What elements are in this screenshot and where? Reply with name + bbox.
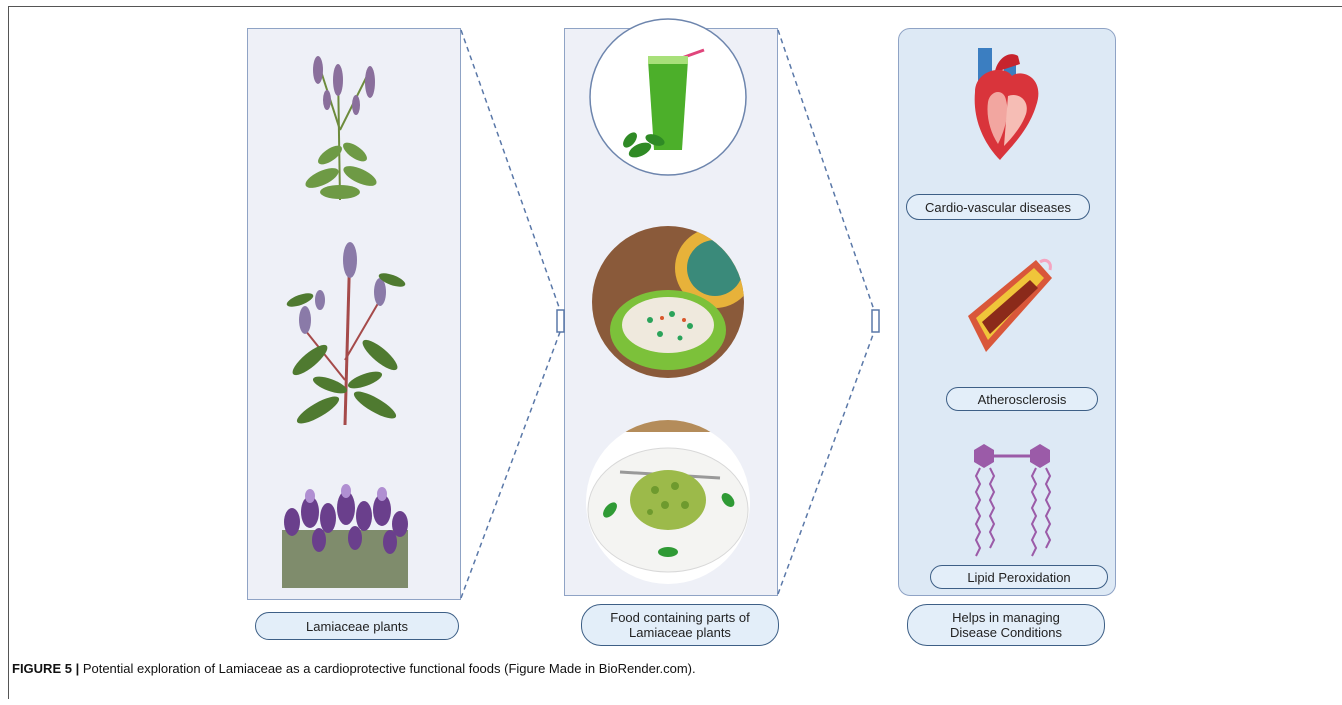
atherosclerosis-label: Atherosclerosis (946, 387, 1098, 411)
lipid-peroxidation-label: Lipid Peroxidation (930, 565, 1108, 589)
conditions-label: Helps in managing Disease Conditions (907, 604, 1105, 646)
sage-plant-image (303, 56, 380, 200)
lavender-plant-image (282, 484, 408, 588)
lipid-image (974, 444, 1050, 556)
connector-1-bracket (557, 310, 564, 332)
artery-image (968, 260, 1052, 352)
connector-2-bracket (872, 310, 879, 332)
plants-label: Lamiaceae plants (255, 612, 459, 640)
figure-caption: FIGURE 5 | Potential exploration of Lami… (12, 661, 696, 676)
caption-text: Potential exploration of Lamiaceae as a … (79, 661, 695, 676)
basil-plant-image (285, 242, 407, 428)
green-smoothie-image (590, 19, 746, 175)
food-label: Food containing parts of Lamiaceae plant… (581, 604, 779, 646)
connector-2 (778, 30, 874, 594)
cvd-label: Cardio-vascular diseases (906, 194, 1090, 220)
heart-image (975, 48, 1039, 160)
soup-bowl-image (590, 225, 755, 385)
connector-1 (461, 30, 560, 598)
caption-label: FIGURE 5 | (12, 661, 79, 676)
green-rice-plate-image (585, 418, 755, 590)
